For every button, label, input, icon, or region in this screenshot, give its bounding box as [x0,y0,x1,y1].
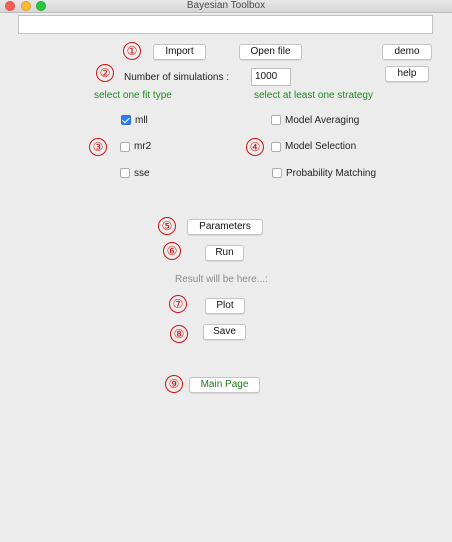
demo-button[interactable]: demo [382,44,432,60]
maximize-window-icon[interactable] [36,1,46,11]
mll-label: mll [135,115,148,126]
fit-type-heading: select one fit type [94,90,172,101]
plot-button[interactable]: Plot [205,298,245,314]
model-selection-label: Model Selection [285,141,357,152]
marker-1: ① [123,42,141,60]
probability-matching-label: Probability Matching [286,168,377,179]
model-averaging-checkbox[interactable] [271,115,281,125]
strategy-heading: select at least one strategy [254,90,373,101]
simulations-label: Number of simulations : [124,72,230,83]
model-selection-checkbox[interactable] [271,142,281,152]
import-button[interactable]: Import [153,44,206,60]
marker-8: ⑧ [170,325,188,343]
mr2-label: mr2 [134,141,152,152]
marker-7: ⑦ [169,295,187,313]
sse-label: sse [134,168,150,179]
marker-9: ⑨ [165,375,183,393]
marker-2: ② [96,64,114,82]
window-title: Bayesian Toolbox [186,0,266,11]
minimize-window-icon[interactable] [21,1,31,11]
parameters-button[interactable]: Parameters [187,219,263,235]
save-button[interactable]: Save [203,324,246,340]
help-button[interactable]: help [385,66,429,82]
main-page-button[interactable]: Main Page [189,377,260,393]
mr2-checkbox[interactable] [120,142,130,152]
close-window-icon[interactable] [5,1,15,11]
simulations-input[interactable]: 1000 [251,68,291,86]
marker-6: ⑥ [163,242,181,260]
marker-5: ⑤ [158,217,176,235]
open-file-button[interactable]: Open file [239,44,302,60]
file-path-field[interactable] [18,15,433,34]
result-text: Result will be here...: [175,274,268,285]
title-bar: Bayesian Toolbox [0,0,452,13]
sse-checkbox[interactable] [120,168,130,178]
mll-checkbox[interactable] [121,115,131,125]
marker-4: ④ [246,138,264,156]
probability-matching-checkbox[interactable] [272,168,282,178]
main-panel: ① Import Open file demo ② Number of simu… [0,13,452,542]
model-averaging-label: Model Averaging [285,115,360,126]
marker-3: ③ [89,138,107,156]
run-button[interactable]: Run [205,245,244,261]
